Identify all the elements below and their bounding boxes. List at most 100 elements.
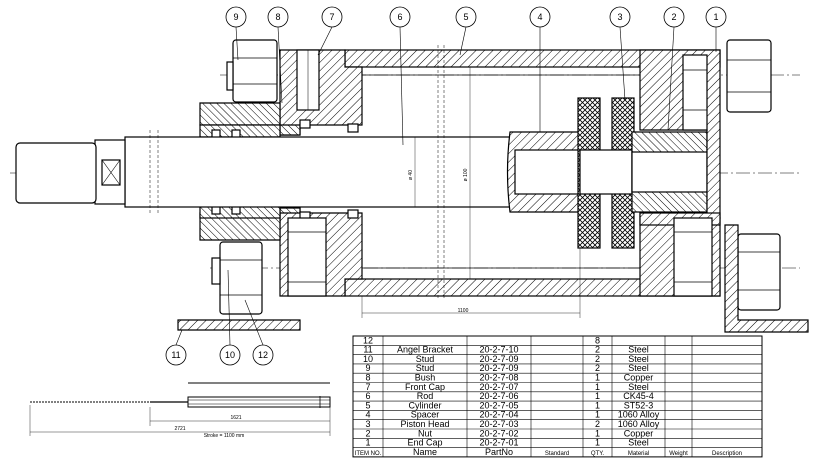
balloon-10: 10 [219, 344, 241, 366]
bom-cell-material: Copper [624, 428, 654, 438]
dim-bore-diameter: ø 100 [463, 168, 469, 181]
svg-text:6: 6 [397, 12, 402, 22]
bom-cell-name: Spacer [411, 410, 440, 420]
bom-cell-material: CK45-4 [623, 391, 654, 401]
bom-cell-partno: 20-2-7-01 [479, 438, 518, 448]
bom-cell-item: 1 [365, 438, 370, 448]
bom-header-cell: Standard [545, 451, 569, 457]
bom-cell-material: Steel [628, 345, 649, 355]
bom-cell-material: 1060 Alloy [618, 410, 660, 420]
bom-cell-qty: 1 [595, 438, 600, 448]
bom-cell-name: Stud [416, 363, 435, 373]
section-view [10, 39, 809, 333]
bom-cell-material: Steel [628, 363, 649, 373]
bom-cell-qty: 2 [595, 354, 600, 364]
bom-cell-name: Piston Head [400, 419, 449, 429]
svg-text:12: 12 [258, 350, 268, 360]
bom-cell-material: 1060 Alloy [618, 419, 660, 429]
bom-cell-qty: 1 [595, 410, 600, 420]
end-stud-top [682, 54, 708, 131]
angle-bracket-end [724, 224, 809, 333]
bom-cell-item: 2 [365, 428, 370, 438]
bom-cell-qty: 2 [595, 419, 600, 429]
bom-header-cell: QTY. [591, 451, 605, 457]
bom-cell-name: Front Cap [405, 382, 445, 392]
bom-cell-partno: 20-2-7-08 [479, 373, 518, 383]
balloon-5: 5 [455, 6, 477, 28]
stroke-note: Stroke = 1100 mm [204, 433, 245, 439]
bom-cell-partno: 20-2-7-10 [479, 345, 518, 355]
overall-view [29, 382, 331, 436]
bom-cell-item: 3 [365, 419, 370, 429]
bom-cell-name: End Cap [407, 438, 442, 448]
bom-cell-name: Angel Bracket [397, 345, 454, 355]
svg-text:1: 1 [713, 12, 718, 22]
svg-text:2: 2 [671, 12, 676, 22]
bom-cell-name: Rod [417, 391, 434, 401]
bom-cell-qty: 1 [595, 391, 600, 401]
bom-cell-qty: 2 [595, 363, 600, 373]
balloon-leaders [175, 26, 717, 346]
bom-cell-item: 5 [365, 400, 370, 410]
bom-cell-qty: 1 [595, 400, 600, 410]
bom-cell-item: 10 [363, 354, 373, 364]
bom-cell-item: 9 [365, 363, 370, 373]
bom-cell-qty: 1 [595, 382, 600, 392]
dim-stroke-overall: 1621 [230, 415, 241, 421]
bom-cell-partno: 20-2-7-03 [479, 419, 518, 429]
bom-cell-partno: 20-2-7-02 [479, 428, 518, 438]
bom-cell-partno: 20-2-7-07 [479, 382, 518, 392]
bom-header-cell: Material [628, 451, 649, 457]
bom-cell-item: 7 [365, 382, 370, 392]
bom-cell-partno: 20-2-7-05 [479, 400, 518, 410]
bom-cell-item: 12 [363, 335, 373, 345]
bom-cell-partno: 20-2-7-06 [479, 391, 518, 401]
balloon-11: 11 [165, 344, 187, 366]
angle-bracket-front [177, 319, 301, 331]
bom-cell-name: Cylinder [408, 400, 441, 410]
svg-text:5: 5 [463, 12, 468, 22]
balloon-1: 1 [705, 6, 727, 28]
svg-text:11: 11 [171, 350, 180, 360]
dim-total-overall: 2721 [174, 426, 185, 432]
svg-text:7: 7 [329, 12, 334, 22]
svg-text:10: 10 [225, 350, 235, 360]
piston-rod [124, 136, 516, 208]
bom-cell-material: Steel [628, 382, 649, 392]
bom-cell-name: Nut [418, 428, 433, 438]
svg-text:8: 8 [275, 12, 280, 22]
bom-cell-name: Stud [416, 354, 435, 364]
bom-cell-name: Bush [415, 373, 436, 383]
dim-cylinder-length: 1100 [458, 308, 469, 314]
balloon-3: 3 [609, 6, 631, 28]
bom-cell-material: ST52-3 [624, 400, 654, 410]
bom-cell-partno: 20-2-7-09 [479, 354, 518, 364]
bom-cell-item: 6 [365, 391, 370, 401]
bom-header-cell: Name [413, 447, 437, 457]
end-stud-bottom [673, 217, 713, 297]
balloon-4: 4 [529, 6, 551, 28]
front-stud-bottom [287, 217, 327, 297]
front-bolt-head-top [232, 39, 278, 103]
bom-cell-material: Steel [628, 438, 649, 448]
bom-cell-partno: 20-2-7-04 [479, 410, 518, 420]
balloon-12: 12 [252, 344, 274, 366]
bom-header-cell: ITEM NO. [355, 451, 382, 457]
bom-cell-item: 8 [365, 373, 370, 383]
bom-header-cell: Description [712, 451, 742, 457]
bom-header-cell: PartNo [485, 447, 513, 457]
bom-cell-material: Steel [628, 354, 649, 364]
balloon-7: 7 [321, 6, 343, 28]
bom-cell-qty: 2 [595, 345, 600, 355]
bom-header-cell: Weight [669, 451, 688, 457]
balloon-8: 8 [267, 6, 289, 28]
rod-end-hex [15, 142, 97, 204]
balloon-9: 9 [225, 6, 247, 28]
bom-cell-qty: 1 [595, 373, 600, 383]
bom-cell-qty: 8 [595, 335, 600, 345]
bom-cell-item: 11 [363, 345, 372, 355]
end-bolt-head-bottom [737, 233, 781, 311]
front-bolt-head-bottom [219, 241, 263, 315]
